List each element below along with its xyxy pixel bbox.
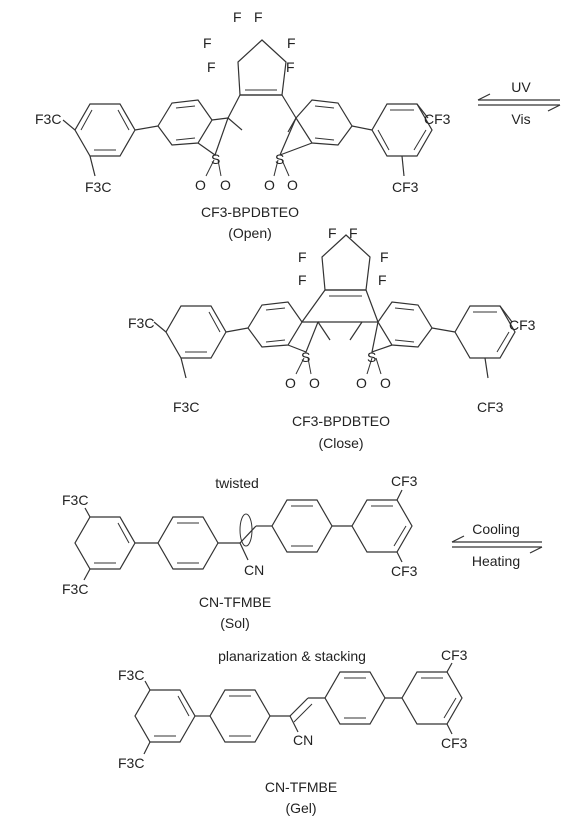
oxygen-label: O xyxy=(309,375,320,391)
note-planarization: planarization & stacking xyxy=(218,648,366,664)
fluorine-label: F xyxy=(233,9,242,25)
sulfur-label: S xyxy=(367,349,376,365)
molecule-gel: planarization & stacking F3C F3C CF3 CF3… xyxy=(118,647,468,816)
oxygen-label: O xyxy=(287,177,298,193)
equilibrium-arrow-photo: UV Vis xyxy=(477,79,561,127)
arrow-label-vis: Vis xyxy=(511,111,530,127)
molecule-closed: F3C F3C CF3 CF3 F F F F F F S S O O O O … xyxy=(128,225,536,451)
fluorine-label: F xyxy=(207,59,216,75)
fluorine-label: F xyxy=(349,225,358,241)
compound-name-closed: CF3-BPDBTEO xyxy=(292,413,390,429)
cf3-label: CF3 xyxy=(441,647,468,663)
cf3-label: CF3 xyxy=(392,179,419,195)
molecule-sol: twisted F3C F3C CF3 CF3 CN CN-TFMBE (Sol… xyxy=(62,473,418,631)
cf3-label: CF3 xyxy=(477,399,504,415)
fluorine-label: F xyxy=(298,249,307,265)
cf3-label: F3C xyxy=(85,179,111,195)
oxygen-label: O xyxy=(356,375,367,391)
cf3-label: F3C xyxy=(118,667,144,683)
molecule-open: F3C F3C CF3 CF3 F F F F F F S S O O O O … xyxy=(35,9,451,241)
arrow-label-cooling: Cooling xyxy=(472,521,519,537)
cf3-label: F3C xyxy=(62,581,88,597)
fluorine-label: F xyxy=(287,35,296,51)
cf3-label: CF3 xyxy=(441,735,468,751)
equilibrium-arrow-thermal: Cooling Heating xyxy=(451,521,543,569)
compound-state-open: (Open) xyxy=(228,225,272,241)
cf3-label: CF3 xyxy=(509,317,536,333)
cf3-label: F3C xyxy=(118,755,144,771)
fluorine-label: F xyxy=(378,272,387,288)
note-twisted: twisted xyxy=(215,475,259,491)
compound-state-closed: (Close) xyxy=(318,435,363,451)
sulfur-label: S xyxy=(301,349,310,365)
cf3-label: F3C xyxy=(35,111,61,127)
cf3-label: F3C xyxy=(173,399,199,415)
cf3-label: F3C xyxy=(128,315,154,331)
compound-name-open: CF3-BPDBTEO xyxy=(201,204,299,220)
compound-state-sol: (Sol) xyxy=(220,615,250,631)
oxygen-label: O xyxy=(220,177,231,193)
compound-name-sol: CN-TFMBE xyxy=(199,594,271,610)
fluorine-label: F xyxy=(254,9,263,25)
cf3-label: CF3 xyxy=(424,111,451,127)
oxygen-label: O xyxy=(264,177,275,193)
fluorine-label: F xyxy=(328,225,337,241)
sulfur-label: S xyxy=(275,151,284,167)
compound-name-gel: CN-TFMBE xyxy=(265,779,337,795)
sulfur-label: S xyxy=(211,151,220,167)
fluorine-label: F xyxy=(298,272,307,288)
arrow-label-uv: UV xyxy=(511,79,531,95)
cf3-label: CF3 xyxy=(391,473,418,489)
arrow-label-heating: Heating xyxy=(472,553,520,569)
cyano-label: CN xyxy=(293,732,313,748)
cf3-label: CF3 xyxy=(391,563,418,579)
cyano-label: CN xyxy=(244,562,264,578)
oxygen-label: O xyxy=(380,375,391,391)
fluorine-label: F xyxy=(203,35,212,51)
oxygen-label: O xyxy=(285,375,296,391)
cf3-label: F3C xyxy=(62,492,88,508)
fluorine-label: F xyxy=(380,249,389,265)
compound-state-gel: (Gel) xyxy=(285,800,316,816)
oxygen-label: O xyxy=(195,177,206,193)
fluorine-label: F xyxy=(286,59,295,75)
